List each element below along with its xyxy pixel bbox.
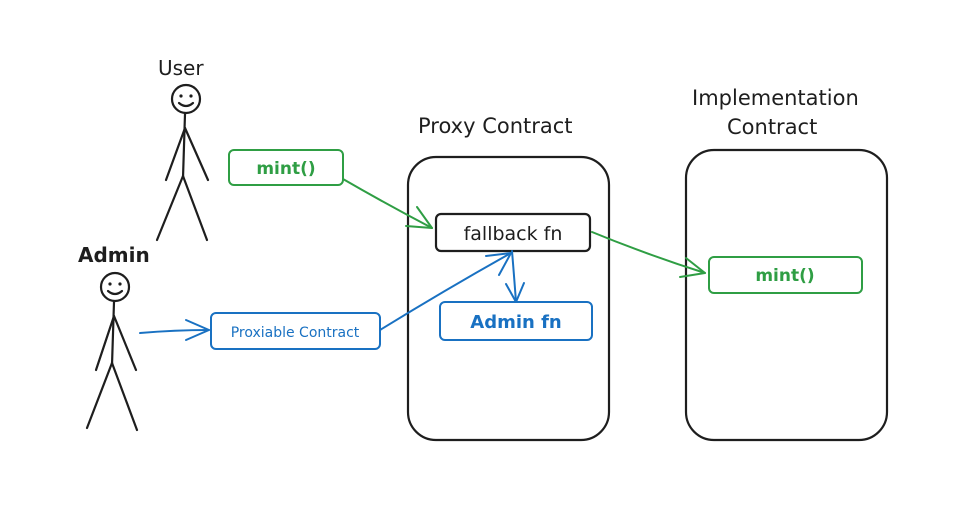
arrow-proxiable-to-fallback <box>379 252 512 331</box>
implementation-title-line2: Contract <box>727 115 817 139</box>
arrow-fallback-to-impl-mint <box>591 231 706 278</box>
admin-stick-figure-icon <box>85 271 139 432</box>
arrow-fallback-to-admin-fn <box>505 250 525 303</box>
impl-mint-box: mint() <box>708 256 863 294</box>
admin-actor: Admin <box>78 243 150 432</box>
user-actor: User <box>155 56 210 242</box>
admin-fn-box: Admin fn <box>439 301 593 341</box>
user-mint-box: mint() <box>228 149 344 186</box>
impl-mint-label: mint() <box>755 266 814 286</box>
proxy-contract-title: Proxy Contract <box>418 114 573 138</box>
arrow-admin-to-proxiable <box>139 319 210 341</box>
proxiable-contract-label: Proxiable Contract <box>231 325 360 341</box>
user-stick-figure-icon <box>155 83 210 242</box>
implementation-title-line1: Implementation <box>692 86 859 110</box>
implementation-contract-container: Implementation Contract <box>684 86 889 442</box>
proxiable-contract-box: Proxiable Contract <box>210 312 381 350</box>
fallback-fn-box: fallback fn <box>434 212 592 253</box>
proxy-contract-container: Proxy Contract <box>406 114 611 442</box>
arrow-user-mint-to-fallback <box>342 178 433 229</box>
user-mint-label: mint() <box>256 159 315 179</box>
admin-label: Admin <box>78 243 150 267</box>
user-label: User <box>158 56 204 80</box>
admin-fn-label: Admin fn <box>470 312 561 333</box>
fallback-fn-label: fallback fn <box>464 223 563 245</box>
